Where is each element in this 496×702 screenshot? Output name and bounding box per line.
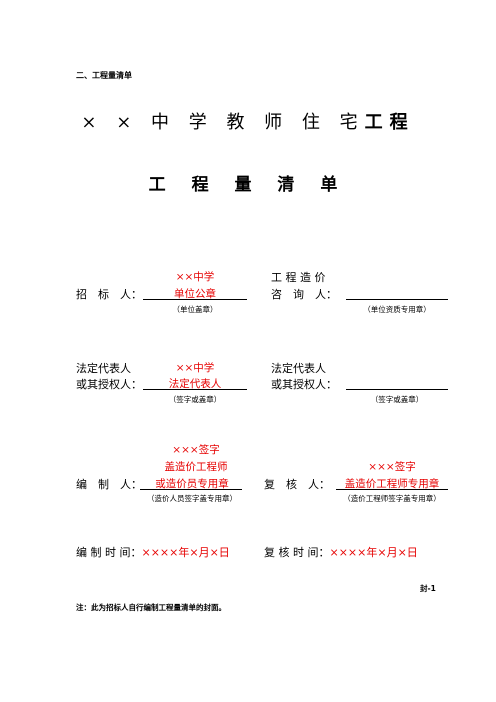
- tenderer-caption: （单位盖章）: [172, 305, 218, 314]
- reviewer-label: 复 核 人：: [264, 478, 330, 491]
- reviewer-value-1: ×××签字: [368, 461, 416, 473]
- consultant-rep-label: 或其授权人：: [271, 378, 337, 391]
- tenderer-signature-line: [143, 299, 247, 300]
- tenderer-stamp-line1: ××中学: [175, 271, 215, 283]
- compiler-signature-line: [140, 489, 242, 490]
- compile-date-value: ××××年×月×日: [141, 546, 230, 559]
- review-date-value: ××××年×月×日: [329, 546, 418, 559]
- legal-rep-label: 或其授权人：: [76, 378, 142, 391]
- compiler-value-2: 盖造价工程师: [164, 461, 228, 473]
- review-date-row: 复 核 时 间：××××年×月×日: [264, 544, 418, 560]
- tenderer-label: 招 标 人：: [76, 288, 142, 301]
- compiler-value-3: 或造价员专用章: [155, 478, 229, 490]
- reviewer-caption: （造价工程师签字盖专用章）: [343, 494, 441, 503]
- consultant-rep-signature-line: [346, 389, 448, 390]
- legal-rep-caption: （签字或盖章）: [168, 395, 222, 404]
- review-date-label: 复 核 时 间：: [264, 546, 330, 559]
- consultant-label-top: 工 程 造 价: [271, 271, 326, 284]
- section-heading: 二、工程量清单: [76, 71, 132, 80]
- consultant-rep-caption: （签字或盖章）: [370, 395, 424, 404]
- compiler-value-1: ×××签字: [172, 444, 220, 456]
- compiler-caption: （造价人员签字盖专用章）: [147, 494, 237, 503]
- consultant-label: 咨 询 人：: [271, 288, 337, 301]
- title-main: × × 中 学 教 师 住 宅: [81, 112, 365, 133]
- legal-rep-value: 法定代表人: [168, 378, 222, 390]
- tenderer-stamp-line2: 单位公章: [174, 288, 216, 300]
- consultant-rep-label-top: 法定代表人: [271, 362, 326, 375]
- reviewer-signature-line: [336, 489, 448, 490]
- document-subtitle: 工 程 量 清 单: [148, 175, 348, 195]
- legal-rep-signature-line: [143, 389, 247, 390]
- compile-date-row: 编 制 时 间：××××年×月×日: [76, 544, 230, 560]
- consultant-signature-line: [346, 299, 448, 300]
- document-title: × × 中 学 教 师 住 宅工程: [0, 108, 496, 134]
- reviewer-value-2: 盖造价工程师专用章: [344, 478, 440, 490]
- title-suffix: 工程: [364, 112, 415, 133]
- compiler-label: 编 制 人：: [76, 478, 142, 491]
- page-number: 封-1: [420, 584, 436, 593]
- legal-rep-value-top: ××中学: [175, 362, 215, 374]
- footnote: 注：此为招标人自行编制工程量清单的封面。: [76, 603, 226, 612]
- consultant-caption: （单位资质专用章）: [363, 305, 431, 314]
- legal-rep-label-top: 法定代表人: [76, 362, 131, 375]
- compile-date-label: 编 制 时 间：: [76, 546, 142, 559]
